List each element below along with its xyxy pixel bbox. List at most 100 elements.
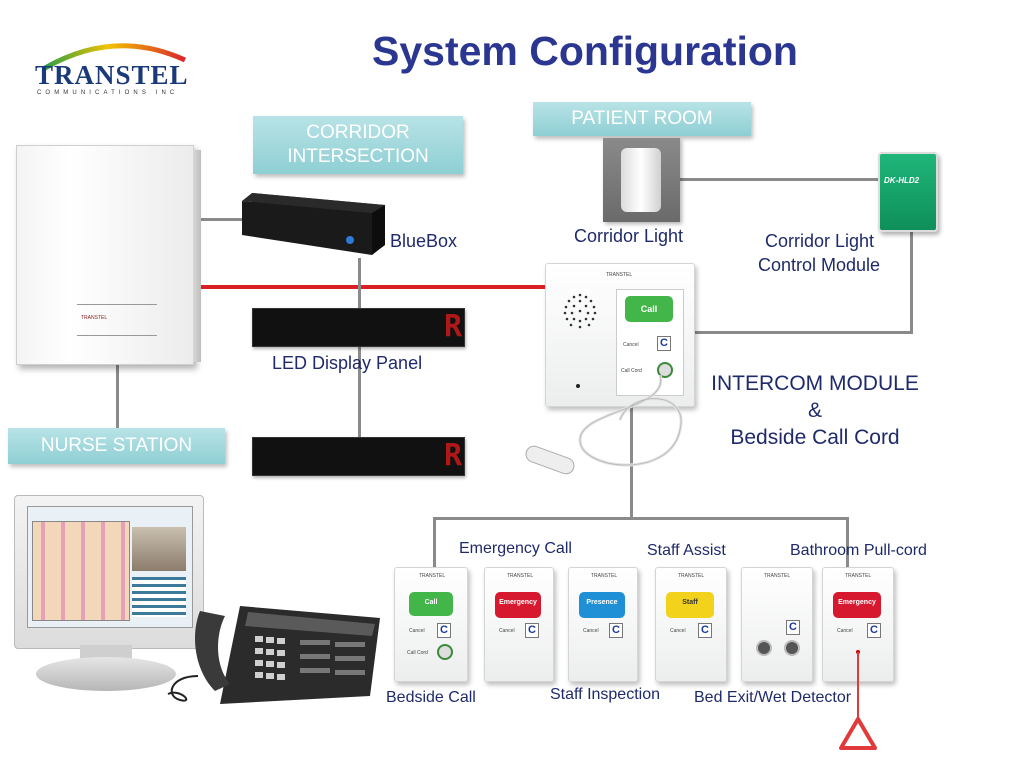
- intercom-brand: TRANSTEL: [606, 272, 633, 278]
- cancel-button[interactable]: C: [525, 623, 539, 638]
- logo-sub: COMMUNICATIONS INC: [37, 90, 179, 96]
- monitor-base: [36, 657, 176, 691]
- speaker-grille-icon: [563, 293, 597, 329]
- cancel-button[interactable]: C: [867, 623, 881, 638]
- connector-line: [680, 178, 880, 181]
- cancel-button[interactable]: C: [698, 623, 712, 638]
- cabinet-side: [193, 150, 201, 362]
- logo-name: TRANSTEL: [35, 60, 189, 90]
- bed-exit-detector-station: TRANSTEL C: [741, 567, 813, 682]
- bluebox-device: [242, 193, 385, 256]
- cancel-button[interactable]: C: [609, 623, 623, 638]
- bed-exit-label: Bed Exit/Wet Detector: [694, 689, 852, 706]
- intercom-cancel-label: Cancel: [623, 342, 639, 348]
- connector-line: [358, 258, 361, 438]
- bedside-call-button[interactable]: Call: [409, 592, 453, 616]
- led-display-panel: R: [252, 308, 465, 347]
- cancel-button[interactable]: C: [437, 623, 451, 638]
- plate-brand: TRANSTEL: [507, 573, 534, 579]
- presence-button[interactable]: Presence: [579, 592, 625, 618]
- cancel-label: Cancel: [409, 628, 425, 634]
- corridor-light-lens: [621, 148, 661, 212]
- floor-plan: [32, 521, 130, 621]
- sensor-jack[interactable]: [756, 640, 772, 656]
- intercom-call-label: Call: [640, 304, 658, 314]
- bluebox-label: BlueBox: [390, 231, 458, 251]
- bluebox-icon: [242, 193, 385, 255]
- cancel-label: Cancel: [499, 628, 515, 634]
- led-char: R: [443, 438, 462, 473]
- call-cord-jack[interactable]: [437, 644, 453, 660]
- staff-inspection-label: Staff Inspection: [550, 686, 660, 703]
- intercom-dot: [576, 384, 580, 388]
- intercom-call-cord-label: Call Cord: [621, 368, 642, 374]
- screen-list: [132, 577, 186, 617]
- staff-assist-station: TRANSTEL Staff Cancel C: [655, 567, 727, 682]
- intercom-module: TRANSTEL Call Cancel C Call Cord: [545, 263, 695, 407]
- emergency-call-label: Emergency Call: [459, 540, 572, 557]
- cabinet-badge-text: TRANSTEL: [81, 315, 108, 321]
- led-display-panel: R: [252, 437, 465, 476]
- call-cord-icon: [525, 374, 683, 475]
- call-cord-jack[interactable]: [657, 362, 673, 378]
- connector-line: [693, 331, 913, 334]
- desk-telephone: [160, 596, 386, 708]
- bedside-call-station: TRANSTEL Call Cancel C Call Cord: [394, 567, 468, 682]
- bedside-call-label: Bedside Call: [386, 689, 476, 706]
- control-module-model: DK-HLD2: [884, 176, 920, 185]
- emergency-button[interactable]: Emergency: [495, 592, 541, 618]
- transtel-logo: TRANSTEL COMMUNICATIONS INC: [30, 30, 210, 105]
- pull-cord-string: [857, 652, 859, 720]
- intercom-label: INTERCOM MODULE & Bedside Call Cord: [700, 370, 930, 451]
- control-module-label-line2: Control Module: [758, 255, 881, 275]
- corridor-light-device: [603, 138, 680, 222]
- intercom-call-panel: Call Cancel C Call Cord: [616, 289, 684, 396]
- intercom-label-line3: Bedside Call Cord: [730, 426, 900, 449]
- bathroom-pull-cord-label: Bathroom Pull-cord: [790, 542, 927, 559]
- connector-line: [116, 362, 119, 430]
- logo-arc-icon: [43, 43, 187, 70]
- bathroom-emergency-button[interactable]: Emergency: [833, 592, 881, 618]
- control-module-label-line1: Corridor Light: [765, 231, 875, 251]
- connector-line: [630, 402, 633, 519]
- cancel-button[interactable]: C: [786, 620, 800, 635]
- corridor-light-control-module: DK-HLD2: [878, 152, 938, 232]
- monitor-bezel: [14, 495, 204, 649]
- telephone-icon: [167, 606, 380, 704]
- nurse-station-computer: [14, 495, 204, 700]
- red-connector-line: [192, 285, 552, 289]
- plate-brand: TRANSTEL: [764, 573, 791, 579]
- main-control-cabinet: TRANSTEL: [16, 145, 201, 365]
- intercom-call-button[interactable]: Call: [625, 296, 673, 322]
- emergency-call-station: TRANSTEL Emergency Cancel C: [484, 567, 554, 682]
- connector-line: [433, 517, 436, 567]
- cancel-label: Cancel: [670, 628, 686, 634]
- sensor-jack[interactable]: [784, 640, 800, 656]
- plate-brand: TRANSTEL: [845, 573, 872, 579]
- staff-button[interactable]: Staff: [666, 592, 714, 618]
- corridor-intersection-line1: CORRIDOR: [306, 122, 410, 143]
- corridor-intersection-line2: INTERSECTION: [287, 146, 429, 167]
- corridor-intersection-label: CORRIDOR INTERSECTION: [253, 116, 463, 174]
- cancel-label: Cancel: [837, 628, 853, 634]
- intercom-label-line2: &: [807, 399, 822, 422]
- plate-brand: TRANSTEL: [419, 573, 446, 579]
- cancel-label: Cancel: [583, 628, 599, 634]
- connector-line: [846, 517, 849, 567]
- led-char: R: [443, 309, 462, 344]
- connector-line: [192, 218, 242, 221]
- monitor-screen: [27, 506, 193, 628]
- connector-line: [433, 517, 849, 520]
- call-cord-label: Call Cord: [407, 650, 428, 656]
- corridor-light-label: Corridor Light: [574, 226, 684, 246]
- pull-cord-handle-icon[interactable]: [838, 716, 878, 752]
- led-display-panel-label: LED Display Panel: [272, 353, 423, 373]
- plate-brand: TRANSTEL: [591, 573, 618, 579]
- nurse-station-label: NURSE STATION: [8, 428, 225, 464]
- staff-assist-label: Staff Assist: [647, 542, 726, 559]
- intercom-label-line1: INTERCOM MODULE: [711, 372, 919, 395]
- connector-line: [910, 230, 913, 333]
- cabinet-badge: TRANSTEL: [77, 304, 157, 336]
- intercom-cancel-button[interactable]: C: [657, 336, 671, 351]
- patient-room-label: PATIENT ROOM: [533, 102, 751, 136]
